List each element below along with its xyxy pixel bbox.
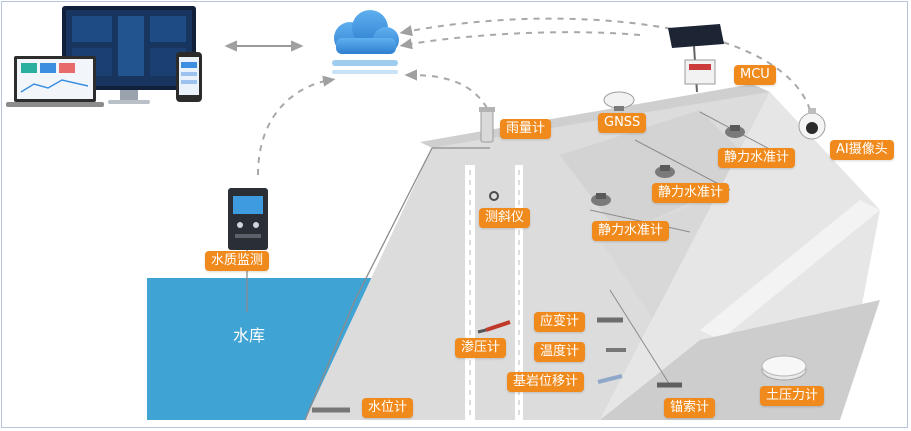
reservoir-label: 水库 [233, 326, 266, 345]
level-gauge-1-label: 静力水准计 [592, 221, 670, 241]
rain-gauge-label: 雨量计 [500, 119, 552, 139]
dam-berm [700, 200, 880, 340]
ai-camera-icon [798, 108, 826, 140]
level-gauge-2-icon [655, 165, 675, 178]
gnss-label: GNSS [598, 113, 647, 133]
monitor-laptop-phone-icon [6, 6, 202, 107]
cloud-icon [332, 10, 399, 74]
link-rain-to-cloud [404, 69, 488, 109]
piezometer-icon [477, 320, 511, 334]
inclinometer-label: 测斜仪 [479, 208, 531, 228]
earth-pressure-cell-icon [761, 355, 807, 381]
bedrock-extensometer-label: 基岩位移计 [507, 372, 585, 392]
rain-gauge-icon [479, 107, 495, 143]
gnss-antenna-icon [603, 91, 635, 111]
thermometer-label: 温度计 [534, 342, 586, 362]
water-level-gauge-label: 水位计 [362, 398, 414, 418]
anchor-gauge-label: 锚索计 [664, 398, 716, 418]
level-gauge-1-icon [591, 193, 611, 206]
mcu-label: MCU [734, 65, 776, 85]
reservoir-water [147, 278, 376, 420]
water-quality-label: 水质监测 [205, 251, 270, 271]
earth-pressure-cell-label: 土压力计 [760, 386, 825, 406]
level-gauge-3-label: 静力水准计 [718, 148, 796, 168]
bedrock-extensometer-icon [597, 374, 623, 384]
cable-upstream [304, 147, 433, 421]
level-gauge-3-icon [725, 125, 745, 138]
inclinometer-probe-icon [489, 191, 499, 201]
link-mcu-to-cloud [399, 31, 641, 50]
strain-gauge-label: 应变计 [534, 312, 586, 332]
cable-level-2 [634, 139, 731, 191]
ai-camera-label: AI摄像头 [830, 140, 894, 160]
mcu-station-icon [668, 24, 724, 93]
water-quality-device-icon [228, 188, 268, 250]
link-quality-to-cloud [257, 75, 336, 176]
cable-anchor [609, 289, 671, 386]
link-camera-to-cloud [399, 17, 811, 111]
piezometer-label: 渗压计 [455, 338, 507, 358]
level-gauge-2-label: 静力水准计 [652, 183, 730, 203]
